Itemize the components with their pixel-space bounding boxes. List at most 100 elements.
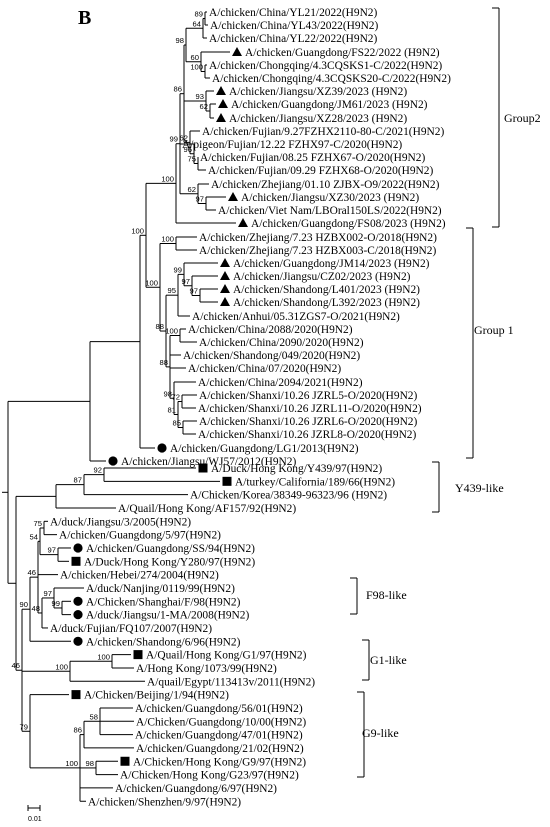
triangle-marker <box>216 113 226 122</box>
triangle-marker <box>238 218 248 227</box>
bootstrap-label: 64 <box>193 19 201 28</box>
bootstrap-label: 93 <box>196 92 204 101</box>
taxon-label: A/chicken/China/YL43/2022(H9N2) <box>210 20 379 32</box>
taxon-label: A/Chicken/Guangdong/10/00(H9N2) <box>136 716 306 728</box>
taxon-label: A/chicken/Guangdong/JM61/2023 (H9N2) <box>231 99 428 111</box>
taxon-label: A/chicken/Guangdong/21/02(H9N2) <box>136 743 304 755</box>
tree-branches <box>2 11 236 802</box>
bootstrap-label: 100 <box>190 63 203 72</box>
bootstrap-label: 88 <box>156 322 164 331</box>
bootstrap-label: 100 <box>65 759 78 768</box>
taxon-label: A/Chicken/Shanghai/F/98(H9N2) <box>86 596 241 608</box>
taxon-labels: A/chicken/China/YL21/2022(H9N2)A/chicken… <box>50 7 451 808</box>
taxon-label: A/chicken/China/YL21/2022(H9N2) <box>209 7 378 19</box>
taxon-label: A/chicken/China/2094/2021(H9N2) <box>198 377 363 389</box>
taxon-label: A/chicken/Guangdong/47/01(H9N2) <box>135 730 303 742</box>
bootstrap-label: 92 <box>94 466 102 475</box>
taxon-label: A/turkey/California/189/66(H9N2) <box>235 476 395 488</box>
bootstrap-label: 100 <box>131 226 144 235</box>
bootstrap-label: 98 <box>164 389 172 398</box>
clade-label: F98-like <box>366 588 407 602</box>
bootstrap-label: 75 <box>188 155 196 164</box>
bootstrap-label: 46 <box>28 568 36 577</box>
clade-label: Group 1 <box>474 323 514 337</box>
taxon-label: A/chicken/Shandong/L392/2023 (H9N2) <box>233 297 420 309</box>
taxon-label: A/duck/Nanjing/0119/99(H9N2) <box>86 583 235 595</box>
square-marker <box>71 690 81 700</box>
clade-label: G9-like <box>362 726 399 740</box>
bootstrap-label: 100 <box>165 327 178 336</box>
bootstrap-label: 99 <box>170 135 178 144</box>
scale-label: 0.01 <box>28 816 42 823</box>
taxon-label: A/chicken/Fujian/09.29 FZHX68-O/2020(H9N… <box>208 165 433 177</box>
bootstrap-label: 97 <box>196 195 204 204</box>
bootstrap-label: 62 <box>180 133 188 142</box>
taxon-label: A/chicken/Shanxi/10.26 JZRL11-O/2020(H9N… <box>198 403 422 415</box>
triangle-marker <box>232 47 242 56</box>
bootstrap-label: 75 <box>34 519 42 528</box>
taxon-label: A/Quail/Hong Kong/AF157/92(H9N2) <box>118 503 296 515</box>
taxon-label: A/chicken/Shandong/L401/2023 (H9N2) <box>233 284 420 296</box>
triangle-marker <box>216 86 226 95</box>
taxon-label: A/chicken/Shanxi/10.26 JZRL8-O/2020(H9N2… <box>198 429 416 441</box>
taxon-label: A/Duck/Hong Kong/Y439/97(H9N2) <box>211 463 382 475</box>
triangle-marker <box>228 192 238 201</box>
taxon-label: A/pigeon/Fujian/12.22 FZHX97-C/2020(H9N2… <box>182 139 402 151</box>
bootstrap-label: 100 <box>145 278 158 287</box>
taxon-label: A/chicken/Viet Nam/LBOral150LS/2022(H9N2… <box>218 205 442 217</box>
taxon-label: A/chicken/Guangdong/SS/94(H9N2) <box>86 543 255 555</box>
taxon-label: A/chicken/Guangdong/JM14/2023 (H9N2) <box>233 258 430 270</box>
bootstrap-label: 60 <box>191 53 199 62</box>
taxon-label: A/chicken/Anhui/05.31ZGS7-O/2021(H9N2) <box>192 311 400 323</box>
taxon-label: A/Chicken/Korea/38349-96323/96 (H9N2) <box>190 490 387 502</box>
taxon-label: A/duck/Fujian/FQ107/2007(H9N2) <box>50 623 212 635</box>
taxon-label: A/chicken/Guangdong/LG1/2013(H9N2) <box>170 443 359 455</box>
bootstrap-label: 48 <box>32 604 40 613</box>
bootstrap-label: 97 <box>190 287 198 296</box>
triangle-marker <box>220 258 230 267</box>
taxon-markers <box>71 47 248 766</box>
bootstrap-label: 95 <box>168 286 176 295</box>
triangle-marker <box>220 297 230 306</box>
taxon-label: A/chicken/Guangdong/FS22/2022 (H9N2) <box>245 47 440 59</box>
taxon-label: A/chicken/Fujian/9.27FZHX2110-80-C/2021(… <box>202 126 444 138</box>
taxon-label: A/chicken/Chongqing/4.3CQSKS1-C/2022(H9N… <box>209 60 442 72</box>
taxon-label: A/chicken/Jiangsu/WJ57/2012(H9N2) <box>121 456 296 468</box>
taxon-label: A/Quail/Hong Kong/G1/97(H9N2) <box>146 650 307 662</box>
bootstrap-label: 90 <box>20 600 28 609</box>
bootstrap-label: 54 <box>30 532 38 541</box>
bootstrap-label: 62 <box>200 102 208 111</box>
bootstrap-label: 100 <box>55 662 68 671</box>
circle-marker <box>73 596 83 606</box>
clade-label: Group2 <box>504 111 541 125</box>
taxon-label: A/chicken/Zhejiang/7.23 HZBX002-O/2018(H… <box>199 232 437 244</box>
circle-marker <box>108 456 118 466</box>
bootstrap-label: 98 <box>86 759 94 768</box>
taxon-label: A/chicken/Jiangsu/XZ39/2023 (H9N2) <box>229 86 407 98</box>
bootstrap-label: 97 <box>182 277 190 286</box>
taxon-label: A/chicken/Zhejiang/7.23 HZBX003-C/2018(H… <box>199 245 436 257</box>
taxon-label: A/chicken/Shenzhen/9/97(H9N2) <box>88 796 241 808</box>
taxon-label: A/duck/Jiangsu/1-MA/2008(H9N2) <box>86 610 249 622</box>
clade-label: Y439-like <box>455 481 504 495</box>
circle-marker <box>157 443 167 453</box>
bootstrap-label: 98 <box>176 36 184 45</box>
bootstrap-label: 72 <box>172 393 180 402</box>
triangle-marker <box>220 284 230 293</box>
taxon-label: A/Chicken/Hong Kong/G9/97(H9N2) <box>133 756 306 768</box>
circle-marker <box>73 636 83 646</box>
taxon-label: A/chicken/Shanxi/10.26 JZRL6-O/2020(H9N2… <box>199 416 417 428</box>
taxon-label: A/chicken/Shandong/049/2020(H9N2) <box>183 350 360 362</box>
taxon-label: A/chicken/Jiangsu/XZ28/2023 (H9N2) <box>229 113 407 125</box>
bootstrap-label: 97 <box>48 546 56 555</box>
taxon-label: A/chicken/Hebei/274/2004(H9N2) <box>60 570 219 582</box>
taxon-label: A/chicken/Shanxi/10.26 JZRL5-O/2020(H9N2… <box>199 390 417 402</box>
taxon-label: A/duck/Jiangsu/3/2005(H9N2) <box>50 516 191 528</box>
taxon-label: A/Chicken/Beijing/1/94(H9N2) <box>84 690 229 702</box>
taxon-label: A/Chicken/Hong Kong/G23/97(H9N2) <box>120 770 299 782</box>
bootstrap-label: 86 <box>174 85 182 94</box>
bootstrap-label: 46 <box>12 661 20 670</box>
bootstrap-label: 81 <box>168 406 176 415</box>
square-marker <box>198 463 208 473</box>
bootstrap-label: 100 <box>161 235 174 244</box>
